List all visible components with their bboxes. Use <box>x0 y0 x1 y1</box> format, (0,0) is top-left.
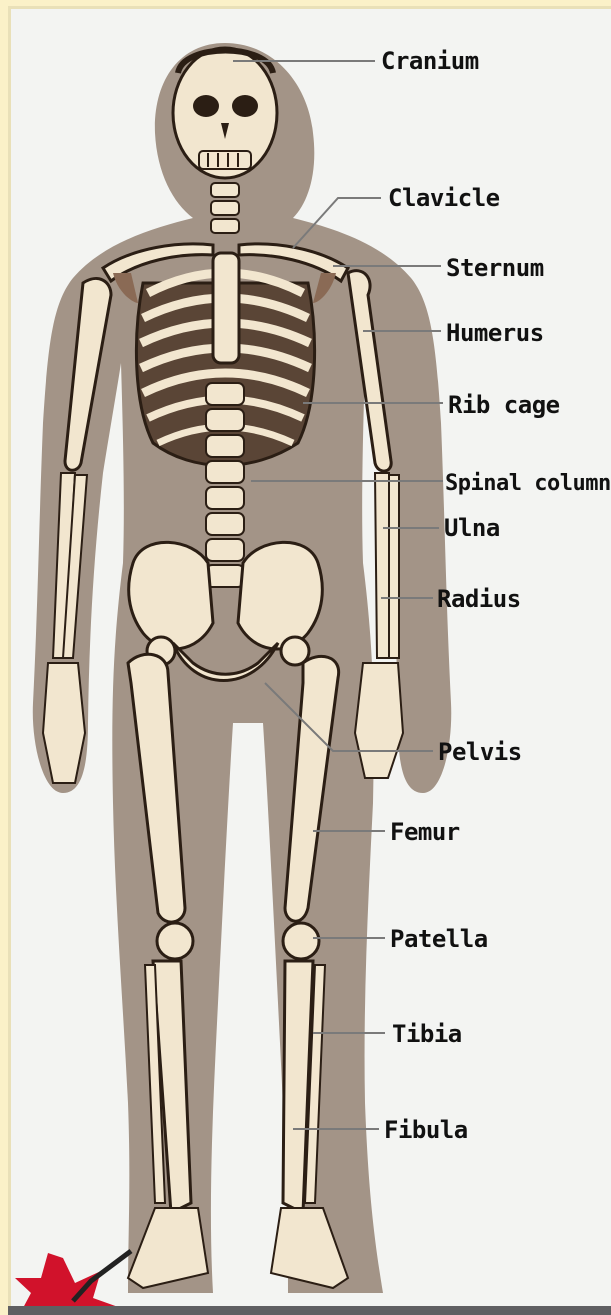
corner-logo <box>15 1251 131 1306</box>
label-sternum: Sternum <box>446 254 544 282</box>
lower-leg-bones <box>145 961 325 1213</box>
label-humerus: Humerus <box>446 319 544 347</box>
label-rib-cage: Rib cage <box>448 391 560 419</box>
diagram-panel: Cranium Clavicle Sternum Humerus Rib cag… <box>8 6 611 1306</box>
patella-bones <box>157 923 319 959</box>
label-pelvis: Pelvis <box>438 738 522 766</box>
label-clavicle: Clavicle <box>388 184 500 212</box>
label-ulna: Ulna <box>444 514 500 542</box>
label-cranium: Cranium <box>381 47 479 75</box>
label-fibula: Fibula <box>384 1116 468 1144</box>
footer-bar <box>8 1306 611 1315</box>
label-tibia: Tibia <box>392 1020 462 1048</box>
label-spinal-column: Spinal column <box>445 471 611 496</box>
cranium-bone <box>173 48 277 178</box>
skeleton-diagram: Cranium Clavicle Sternum Humerus Rib cag… <box>11 9 611 1306</box>
label-patella: Patella <box>390 925 488 953</box>
rib-cage-bones <box>136 253 314 466</box>
label-femur: Femur <box>390 818 460 846</box>
cervical-vertebrae <box>211 183 239 233</box>
foot-bones <box>128 1208 348 1288</box>
ulna-bone <box>375 473 389 658</box>
sternum-bone <box>213 253 239 363</box>
radius-bone <box>389 475 399 658</box>
label-radius: Radius <box>437 585 521 613</box>
